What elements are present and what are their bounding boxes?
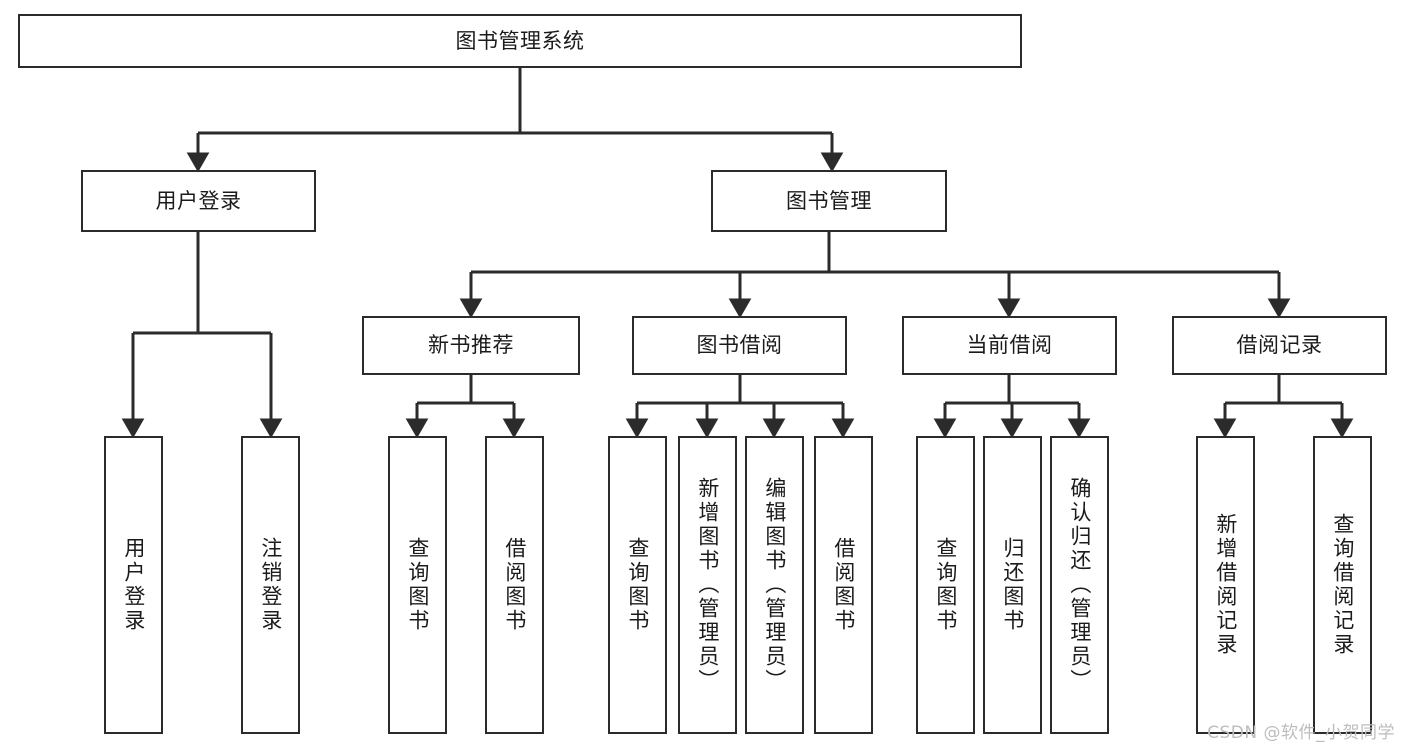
node-leaf-confirm-return-admin[interactable]: 确认归还（管理员） [1050, 436, 1109, 734]
node-root-system[interactable]: 图书管理系统 [18, 14, 1022, 68]
node-label: 查询图书 [405, 537, 430, 633]
node-label: 借阅记录 [1236, 333, 1323, 358]
node-label: 用户登录 [121, 537, 146, 633]
node-label: 借阅图书 [831, 537, 856, 633]
node-label: 当前借阅 [966, 333, 1053, 358]
node-label: 图书管理系统 [455, 28, 585, 53]
node-leaf-edit-book-admin[interactable]: 编辑图书（管理员） [745, 436, 804, 734]
node-leaf-query-book-recommend[interactable]: 查询图书 [388, 436, 447, 734]
node-label: 查询图书 [625, 537, 650, 633]
node-new-book-recommend[interactable]: 新书推荐 [362, 316, 580, 375]
node-label: 用户登录 [155, 188, 242, 213]
node-leaf-query-borrow-record[interactable]: 查询借阅记录 [1313, 436, 1372, 734]
node-label: 新增借阅记录 [1213, 513, 1238, 657]
node-borrow-record[interactable]: 借阅记录 [1172, 316, 1387, 375]
node-label: 注销登录 [258, 537, 283, 633]
node-leaf-add-book-admin[interactable]: 新增图书（管理员） [678, 436, 737, 734]
node-leaf-borrow-book-borrow[interactable]: 借阅图书 [814, 436, 873, 734]
node-user-login[interactable]: 用户登录 [81, 170, 316, 232]
watermark-text: CSDN @软件_小贺同学 [1207, 723, 1395, 743]
node-label: 归还图书 [1000, 537, 1025, 633]
node-label: 确认归还（管理员） [1067, 477, 1092, 693]
node-label: 图书管理 [786, 188, 872, 213]
node-leaf-add-borrow-record[interactable]: 新增借阅记录 [1196, 436, 1255, 734]
node-leaf-query-book-current[interactable]: 查询图书 [916, 436, 975, 734]
node-leaf-borrow-book-recommend[interactable]: 借阅图书 [485, 436, 544, 734]
node-leaf-user-login[interactable]: 用户登录 [104, 436, 163, 734]
node-label: 新书推荐 [428, 333, 514, 358]
node-leaf-logout[interactable]: 注销登录 [241, 436, 300, 734]
node-book-borrow[interactable]: 图书借阅 [632, 316, 847, 375]
node-label: 查询图书 [933, 537, 958, 633]
node-current-borrow[interactable]: 当前借阅 [902, 316, 1117, 375]
node-label: 查询借阅记录 [1330, 513, 1355, 657]
node-leaf-query-book-borrow[interactable]: 查询图书 [608, 436, 667, 734]
node-leaf-return-book[interactable]: 归还图书 [983, 436, 1042, 734]
node-label: 借阅图书 [502, 537, 527, 633]
node-book-management[interactable]: 图书管理 [711, 170, 947, 232]
node-label: 新增图书（管理员） [695, 477, 720, 693]
node-label: 编辑图书（管理员） [762, 477, 787, 693]
node-label: 图书借阅 [696, 333, 783, 358]
